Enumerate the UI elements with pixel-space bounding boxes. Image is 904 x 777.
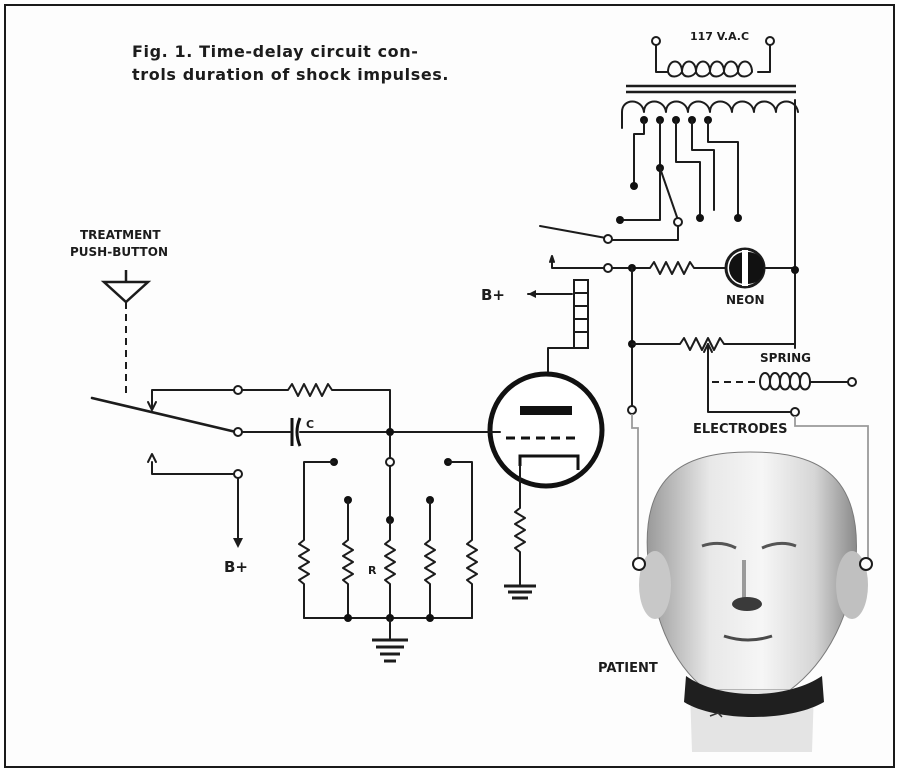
resistor-label: R [368,564,377,577]
transformer [611,36,799,349]
push-button [90,270,243,548]
treatment-label-line2: PUSH-BUTTON [70,245,168,259]
plate-load [527,279,589,409]
supply-label: 117 V.A.C [690,30,749,43]
patient-label: PATIENT [598,661,658,676]
treatment-label-line1: TREATMENT [80,228,161,242]
b-plus-bottom-label: B+ [224,558,248,576]
electrodes-label: ELECTRODES [693,422,788,437]
spring-label: SPRING [760,351,811,365]
neon-label: NEON [726,293,764,307]
figure-caption: Fig. 1. Time-delay circuit con- trols du… [132,40,502,86]
electrode-supply [627,267,869,560]
timing-network [241,383,501,663]
capacitor-label: C [306,418,314,431]
b-plus-top-label: B+ [481,286,505,304]
patient-head [632,451,873,752]
caption-line-2: trols duration of shock impulses. [132,65,450,84]
neon-branch [549,247,799,289]
vacuum-tube [487,371,605,600]
selector-switch [539,225,613,244]
caption-line-1: Fig. 1. Time-delay circuit con- [132,42,419,61]
